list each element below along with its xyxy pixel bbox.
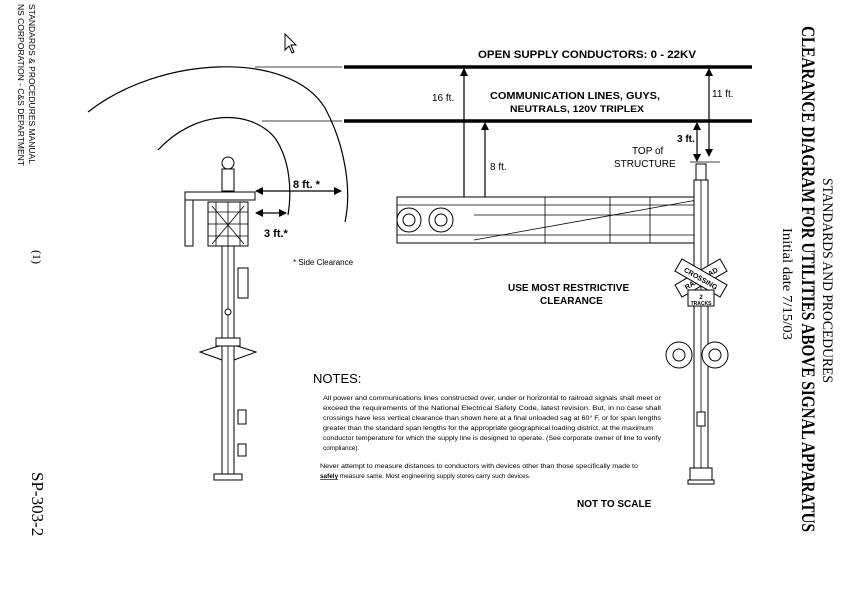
- tracks-sign-number: 2: [699, 295, 703, 301]
- org-line: NS CORPORATION - C&S DEPARTMENT: [16, 4, 26, 166]
- section-heading: STANDARDS AND PROCEDURES: [819, 178, 835, 383]
- notes-p2-line2: safely measure same. Most engineering su…: [320, 473, 531, 480]
- crossbuck-sign: RAILROAD CROSSING 2 TRACKS: [674, 258, 728, 307]
- tracks-sign-word: TRACKS: [691, 301, 712, 307]
- supply-conductors-label: OPEN SUPPLY CONDUCTORS: 0 - 22KV: [478, 49, 697, 61]
- notes-heading: NOTES:: [313, 371, 361, 386]
- notes-p1-line3: crossings have less vertical clearance t…: [323, 414, 661, 422]
- notes-section: NOTES: All power and communications line…: [313, 371, 662, 510]
- notes-p1-line4: greater than the standard span lengths f…: [323, 425, 653, 432]
- manual-line: STANDARDS & PROCEDURES MANUAL: [27, 4, 37, 164]
- page-number: (1): [30, 250, 44, 264]
- dim-16ft-label: 16 ft.: [432, 93, 454, 104]
- dim-8ft-label: 8 ft.: [490, 162, 507, 173]
- document-title: CLEARANCE DIAGRAM FOR UTILITIES ABOVE SI…: [797, 26, 818, 532]
- left-signal-elevation: [87, 66, 349, 481]
- communication-label-line1: COMMUNICATION LINES, GUYS,: [490, 91, 660, 102]
- notes-p1-line6: compliance).: [323, 445, 359, 452]
- notes-p1-line2: exceed the requirements of the National …: [323, 405, 661, 412]
- restrictive-label-line2: CLEARANCE: [540, 296, 603, 307]
- communication-label-line2: NEUTRALS, 120V TRIPLEX: [510, 104, 644, 114]
- side-clearance-note: * Side Clearance: [293, 258, 354, 267]
- top-of-structure-line1: TOP of: [632, 146, 664, 157]
- notes-safely: safely: [320, 473, 339, 480]
- notes-p2-rest: measure same. Most engineering supply st…: [338, 473, 531, 480]
- left-margin: NS CORPORATION - C&S DEPARTMENT STANDARD…: [16, 4, 47, 536]
- outer-clearance-arc: [87, 66, 349, 223]
- side-8ft-label: 8 ft. *: [293, 179, 321, 191]
- right-margin: CLEARANCE DIAGRAM FOR UTILITIES ABOVE SI…: [779, 26, 835, 532]
- notes-p1-line5: conductor temperature for which the supp…: [323, 435, 662, 442]
- not-to-scale-label: NOT TO SCALE: [577, 499, 652, 510]
- restrictive-label-line1: USE MOST RESTRICTIVE: [508, 283, 629, 294]
- notes-p2-line1: Never attempt to measure distances to co…: [320, 463, 638, 470]
- side-clearance-dimensions: 8 ft. * 3 ft.* * Side Clearance: [255, 179, 354, 267]
- side-3ft-label: 3 ft.*: [264, 228, 289, 240]
- mouse-pointer-icon: [284, 32, 298, 54]
- initial-date: Initial date 7/15/03: [779, 228, 794, 340]
- dim-3ft-label: 3 ft.: [677, 134, 695, 145]
- dim-11ft-label: 11 ft.: [712, 89, 734, 100]
- conductor-lines: OPEN SUPPLY CONDUCTORS: 0 - 22KV COMMUNI…: [344, 49, 752, 123]
- notes-p1-line1: All power and communications lines const…: [323, 395, 662, 402]
- doc-id: SP-303-2: [28, 472, 47, 536]
- cantilever-structure: [396, 163, 729, 485]
- top-of-structure-line2: STRUCTURE: [614, 159, 676, 170]
